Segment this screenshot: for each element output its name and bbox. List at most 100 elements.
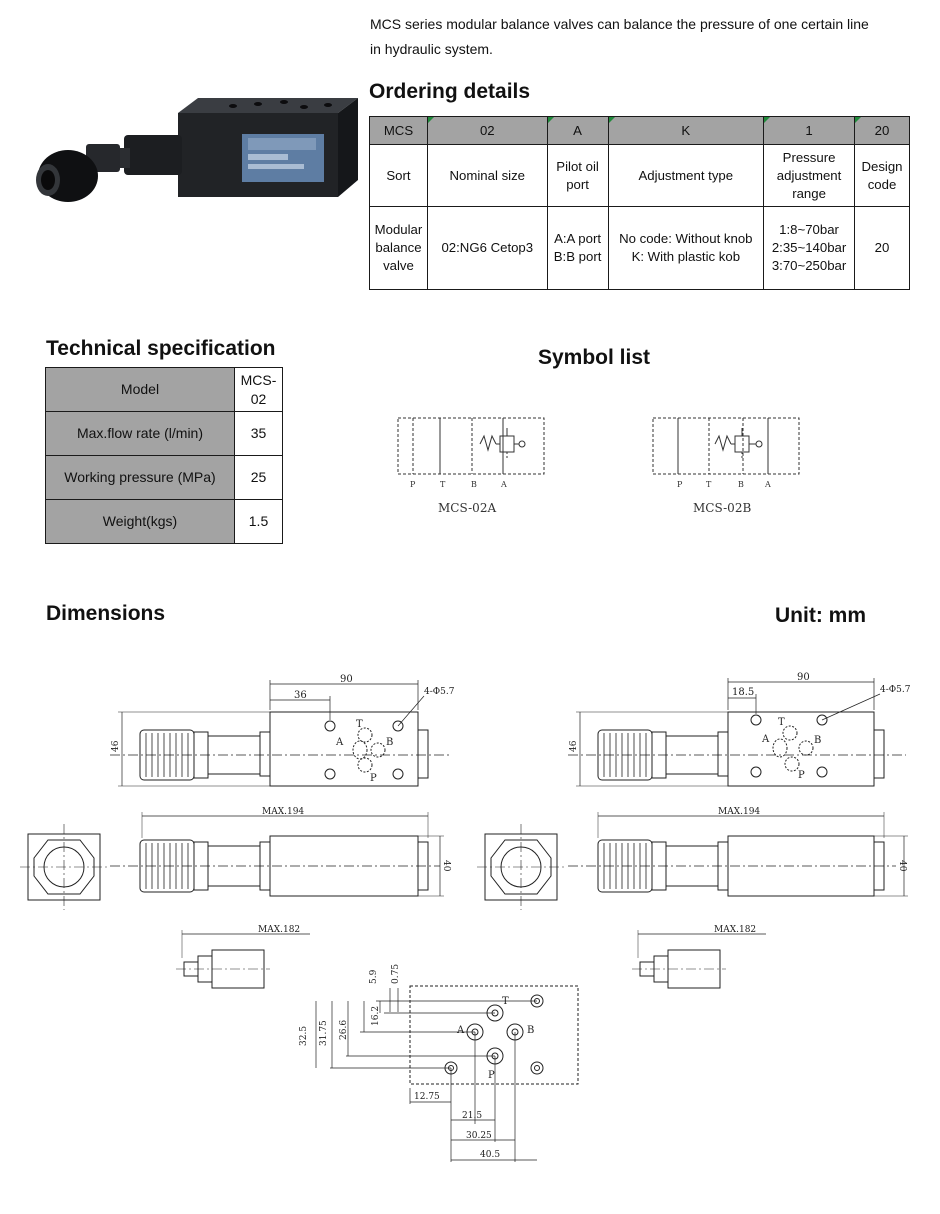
symbols-title: Symbol list bbox=[538, 346, 651, 369]
value-line: 1:8~70bar bbox=[779, 222, 839, 237]
tech-label: Working pressure (MPa) bbox=[45, 455, 235, 500]
tech-row: Working pressure (MPa) 25 bbox=[45, 455, 283, 500]
hydraulic-symbol-mcs-02a: P T B A MCS-02A bbox=[397, 417, 545, 515]
value-line: Modular bbox=[374, 222, 423, 237]
ordering-value-cell: 02:NG6 Cetop3 bbox=[426, 206, 548, 290]
ordering-value-cell: Modular balance valve bbox=[369, 206, 428, 290]
dim-v-5-9: 5.9 bbox=[369, 969, 379, 984]
dim-h-21-5: 21.5 bbox=[462, 1111, 482, 1121]
port-label-a: A bbox=[335, 737, 344, 748]
dim-body-height: 40 bbox=[897, 860, 907, 872]
right-side-view: MAX.194 40 bbox=[477, 807, 908, 910]
dim-v-16-2: 16.2 bbox=[371, 1006, 381, 1026]
value-line: 02:NG6 Cetop3 bbox=[441, 240, 534, 255]
port-label-b: B bbox=[386, 737, 393, 748]
right-top-view: T A B P 90 18.5 4-Φ5.7 46 bbox=[568, 672, 911, 787]
port-label-p: P bbox=[370, 773, 377, 784]
port-label-t: T bbox=[502, 996, 509, 1007]
port-label-a: A bbox=[456, 1025, 465, 1036]
dim-v-26-6: 26.6 bbox=[339, 1020, 349, 1040]
ordering-label-cell: Pressure adjustment range bbox=[763, 144, 856, 207]
value-line: K: With plastic kob bbox=[631, 249, 741, 264]
tech-value: 25 bbox=[234, 455, 283, 500]
dim-max-length-2: MAX.182 bbox=[258, 925, 300, 935]
symbol-caption: MCS-02A bbox=[438, 501, 496, 515]
ordering-header-cell: A bbox=[546, 116, 609, 145]
symbol-port-b: B bbox=[471, 480, 477, 489]
dim-offset: 18.5 bbox=[732, 687, 754, 698]
ordering-value-cell: 1:8~70bar 2:35~140bar 3:70~250bar bbox=[763, 206, 856, 290]
ordering-header-cell: MCS bbox=[369, 116, 428, 145]
right-knob-view: MAX.182 bbox=[632, 925, 766, 989]
port-label-p: P bbox=[488, 1070, 495, 1081]
tech-spec-table: Model MCS-02 Max.flow rate (l/min) 35 Wo… bbox=[45, 367, 283, 544]
symbol-port-t: T bbox=[440, 480, 446, 489]
intro-line-1: MCS series modular balance valves can ba… bbox=[370, 16, 869, 32]
ordering-label-cell: Adjustment type bbox=[607, 144, 765, 207]
symbol-port-b: B bbox=[738, 480, 744, 489]
symbol-port-a: A bbox=[500, 480, 507, 489]
value-line: balance bbox=[375, 240, 422, 255]
dim-height: 46 bbox=[569, 740, 579, 752]
symbol-port-p: P bbox=[410, 480, 416, 489]
dim-h-12-75: 12.75 bbox=[414, 1092, 440, 1102]
dim-h-30-25: 30.25 bbox=[466, 1131, 492, 1141]
port-label-a: A bbox=[761, 734, 770, 745]
port-label-t: T bbox=[778, 717, 785, 728]
port-label-p: P bbox=[798, 770, 805, 781]
left-side-view: MAX.194 40 bbox=[20, 807, 451, 910]
left-knob-view: MAX.182 bbox=[176, 925, 310, 989]
dim-v-32-5: 32.5 bbox=[299, 1026, 309, 1046]
tech-row: Model MCS-02 bbox=[45, 367, 283, 412]
symbol-caption: MCS-02B bbox=[693, 501, 751, 515]
ordering-header-cell: 20 bbox=[854, 116, 910, 145]
tech-value: MCS-02 bbox=[234, 367, 283, 412]
dimensions-title: Dimensions bbox=[46, 602, 166, 625]
dim-width: 90 bbox=[340, 674, 353, 685]
value-line: 2:35~140bar bbox=[771, 240, 847, 255]
ordering-title: Ordering details bbox=[369, 80, 531, 103]
ordering-header-cell: 1 bbox=[763, 116, 856, 145]
ordering-label-cell: Nominal size bbox=[426, 144, 548, 207]
port-label-b: B bbox=[814, 735, 821, 746]
ordering-label-row: Sort Nominal size Pilot oil port Adjustm… bbox=[369, 144, 910, 207]
tech-title: Technical specification bbox=[46, 337, 276, 360]
port-label-b: B bbox=[527, 1025, 534, 1036]
dimension-drawing: T A B P 90 36 4-Φ5.7 46 MAX.194 bbox=[20, 672, 911, 1162]
dim-offset: 36 bbox=[294, 690, 307, 701]
value-line: 3:70~250bar bbox=[771, 258, 847, 273]
tech-label: Max.flow rate (l/min) bbox=[45, 411, 235, 456]
valve-photo bbox=[36, 98, 358, 202]
value-line: No code: Without knob bbox=[619, 231, 753, 246]
value-line: A:A port bbox=[554, 231, 602, 246]
ordering-header-cell: 02 bbox=[426, 116, 548, 145]
ordering-label-cell: Sort bbox=[369, 144, 428, 207]
symbol-port-t: T bbox=[706, 480, 712, 489]
value-line: valve bbox=[383, 258, 414, 273]
dim-body-height: 40 bbox=[441, 860, 451, 872]
dim-h-40-5: 40.5 bbox=[480, 1150, 500, 1160]
intro-line-2: in hydraulic system. bbox=[370, 41, 493, 57]
ordering-header-cell: K bbox=[607, 116, 765, 145]
port-label-t: T bbox=[356, 719, 363, 730]
ordering-table: MCS 02 A K 1 20 Sort Nominal size Pilot … bbox=[369, 116, 910, 290]
ordering-value-row: Modular balance valve 02:NG6 Cetop3 A:A … bbox=[369, 206, 910, 290]
ordering-value-cell: 20 bbox=[854, 206, 910, 290]
unit-label: Unit: mm bbox=[775, 604, 866, 627]
dim-max-length-2: MAX.182 bbox=[714, 925, 756, 935]
hydraulic-symbol-mcs-02b: P T B A MCS-02B bbox=[652, 417, 800, 515]
dim-max-length: MAX.194 bbox=[718, 807, 760, 817]
ordering-value-cell: A:A port B:B port bbox=[546, 206, 609, 290]
dim-height: 46 bbox=[111, 740, 121, 752]
ordering-label-cell: Design code bbox=[854, 144, 910, 207]
dim-v-31-75: 31.75 bbox=[319, 1020, 329, 1046]
dim-holes: 4-Φ5.7 bbox=[880, 685, 911, 695]
left-top-view: T A B P 90 36 4-Φ5.7 46 bbox=[110, 674, 455, 787]
value-line: B:B port bbox=[553, 249, 602, 264]
tech-value: 1.5 bbox=[234, 499, 283, 544]
ordering-value-cell: No code: Without knob K: With plastic ko… bbox=[607, 206, 765, 290]
tech-value: 35 bbox=[234, 411, 283, 456]
tech-row: Max.flow rate (l/min) 35 bbox=[45, 411, 283, 456]
ordering-header-row: MCS 02 A K 1 20 bbox=[369, 116, 910, 145]
ordering-label-cell: Pilot oil port bbox=[546, 144, 609, 207]
